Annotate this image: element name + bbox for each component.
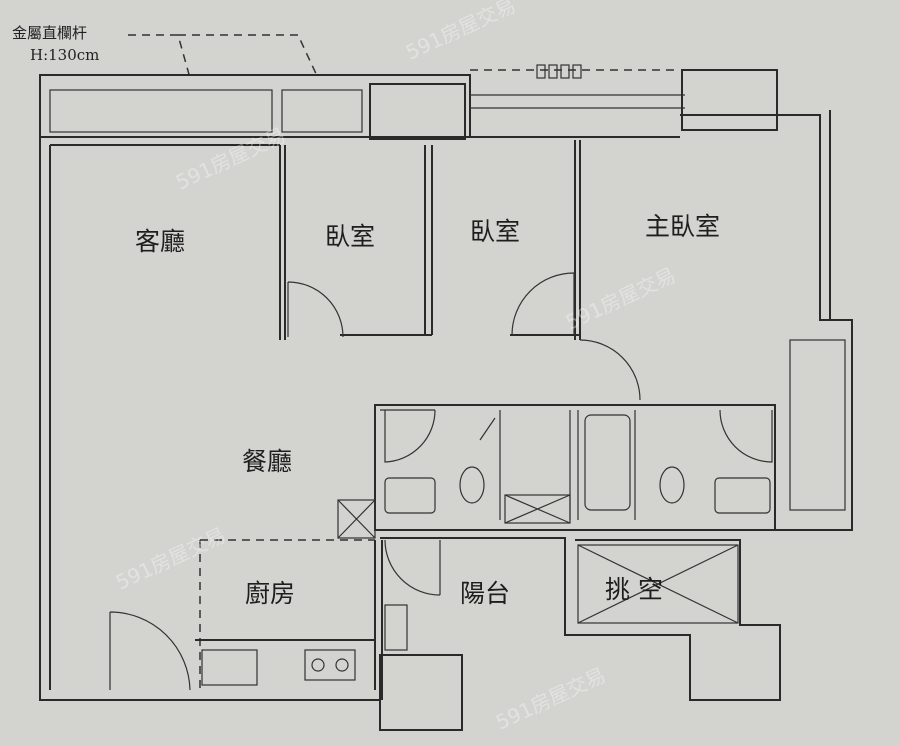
room-master-bedroom: 主臥室 [645, 212, 720, 241]
watermark: 591房屋交易 [492, 663, 609, 735]
watermark: 591房屋交易 [112, 523, 229, 595]
room-bedroom-2: 臥室 [470, 217, 520, 246]
railing-label: 金屬直欄杆 [12, 24, 87, 42]
railing-note: 金屬直欄杆 H:130cm [12, 24, 319, 79]
ac-unit-icon [536, 64, 582, 79]
room-balcony: 陽台 [460, 579, 510, 608]
room-labels: 客廳 臥室 臥室 主臥室 餐廳 廚房 陽台 挑 空 [135, 212, 720, 608]
watermarks: 591房屋交易 591房屋交易 591房屋交易 591房屋交易 591房屋交易 [112, 0, 679, 735]
room-void: 挑 空 [605, 575, 663, 604]
top-balcony [39, 64, 778, 140]
walls [39, 110, 853, 731]
watermark: 591房屋交易 [402, 0, 519, 65]
room-bedroom-1: 臥室 [325, 222, 375, 251]
railing-height: H:130cm [30, 46, 99, 64]
room-dining: 餐廳 [242, 447, 292, 476]
watermark: 591房屋交易 [172, 123, 289, 195]
room-living: 客廳 [135, 227, 185, 256]
room-kitchen: 廚房 [245, 579, 295, 608]
